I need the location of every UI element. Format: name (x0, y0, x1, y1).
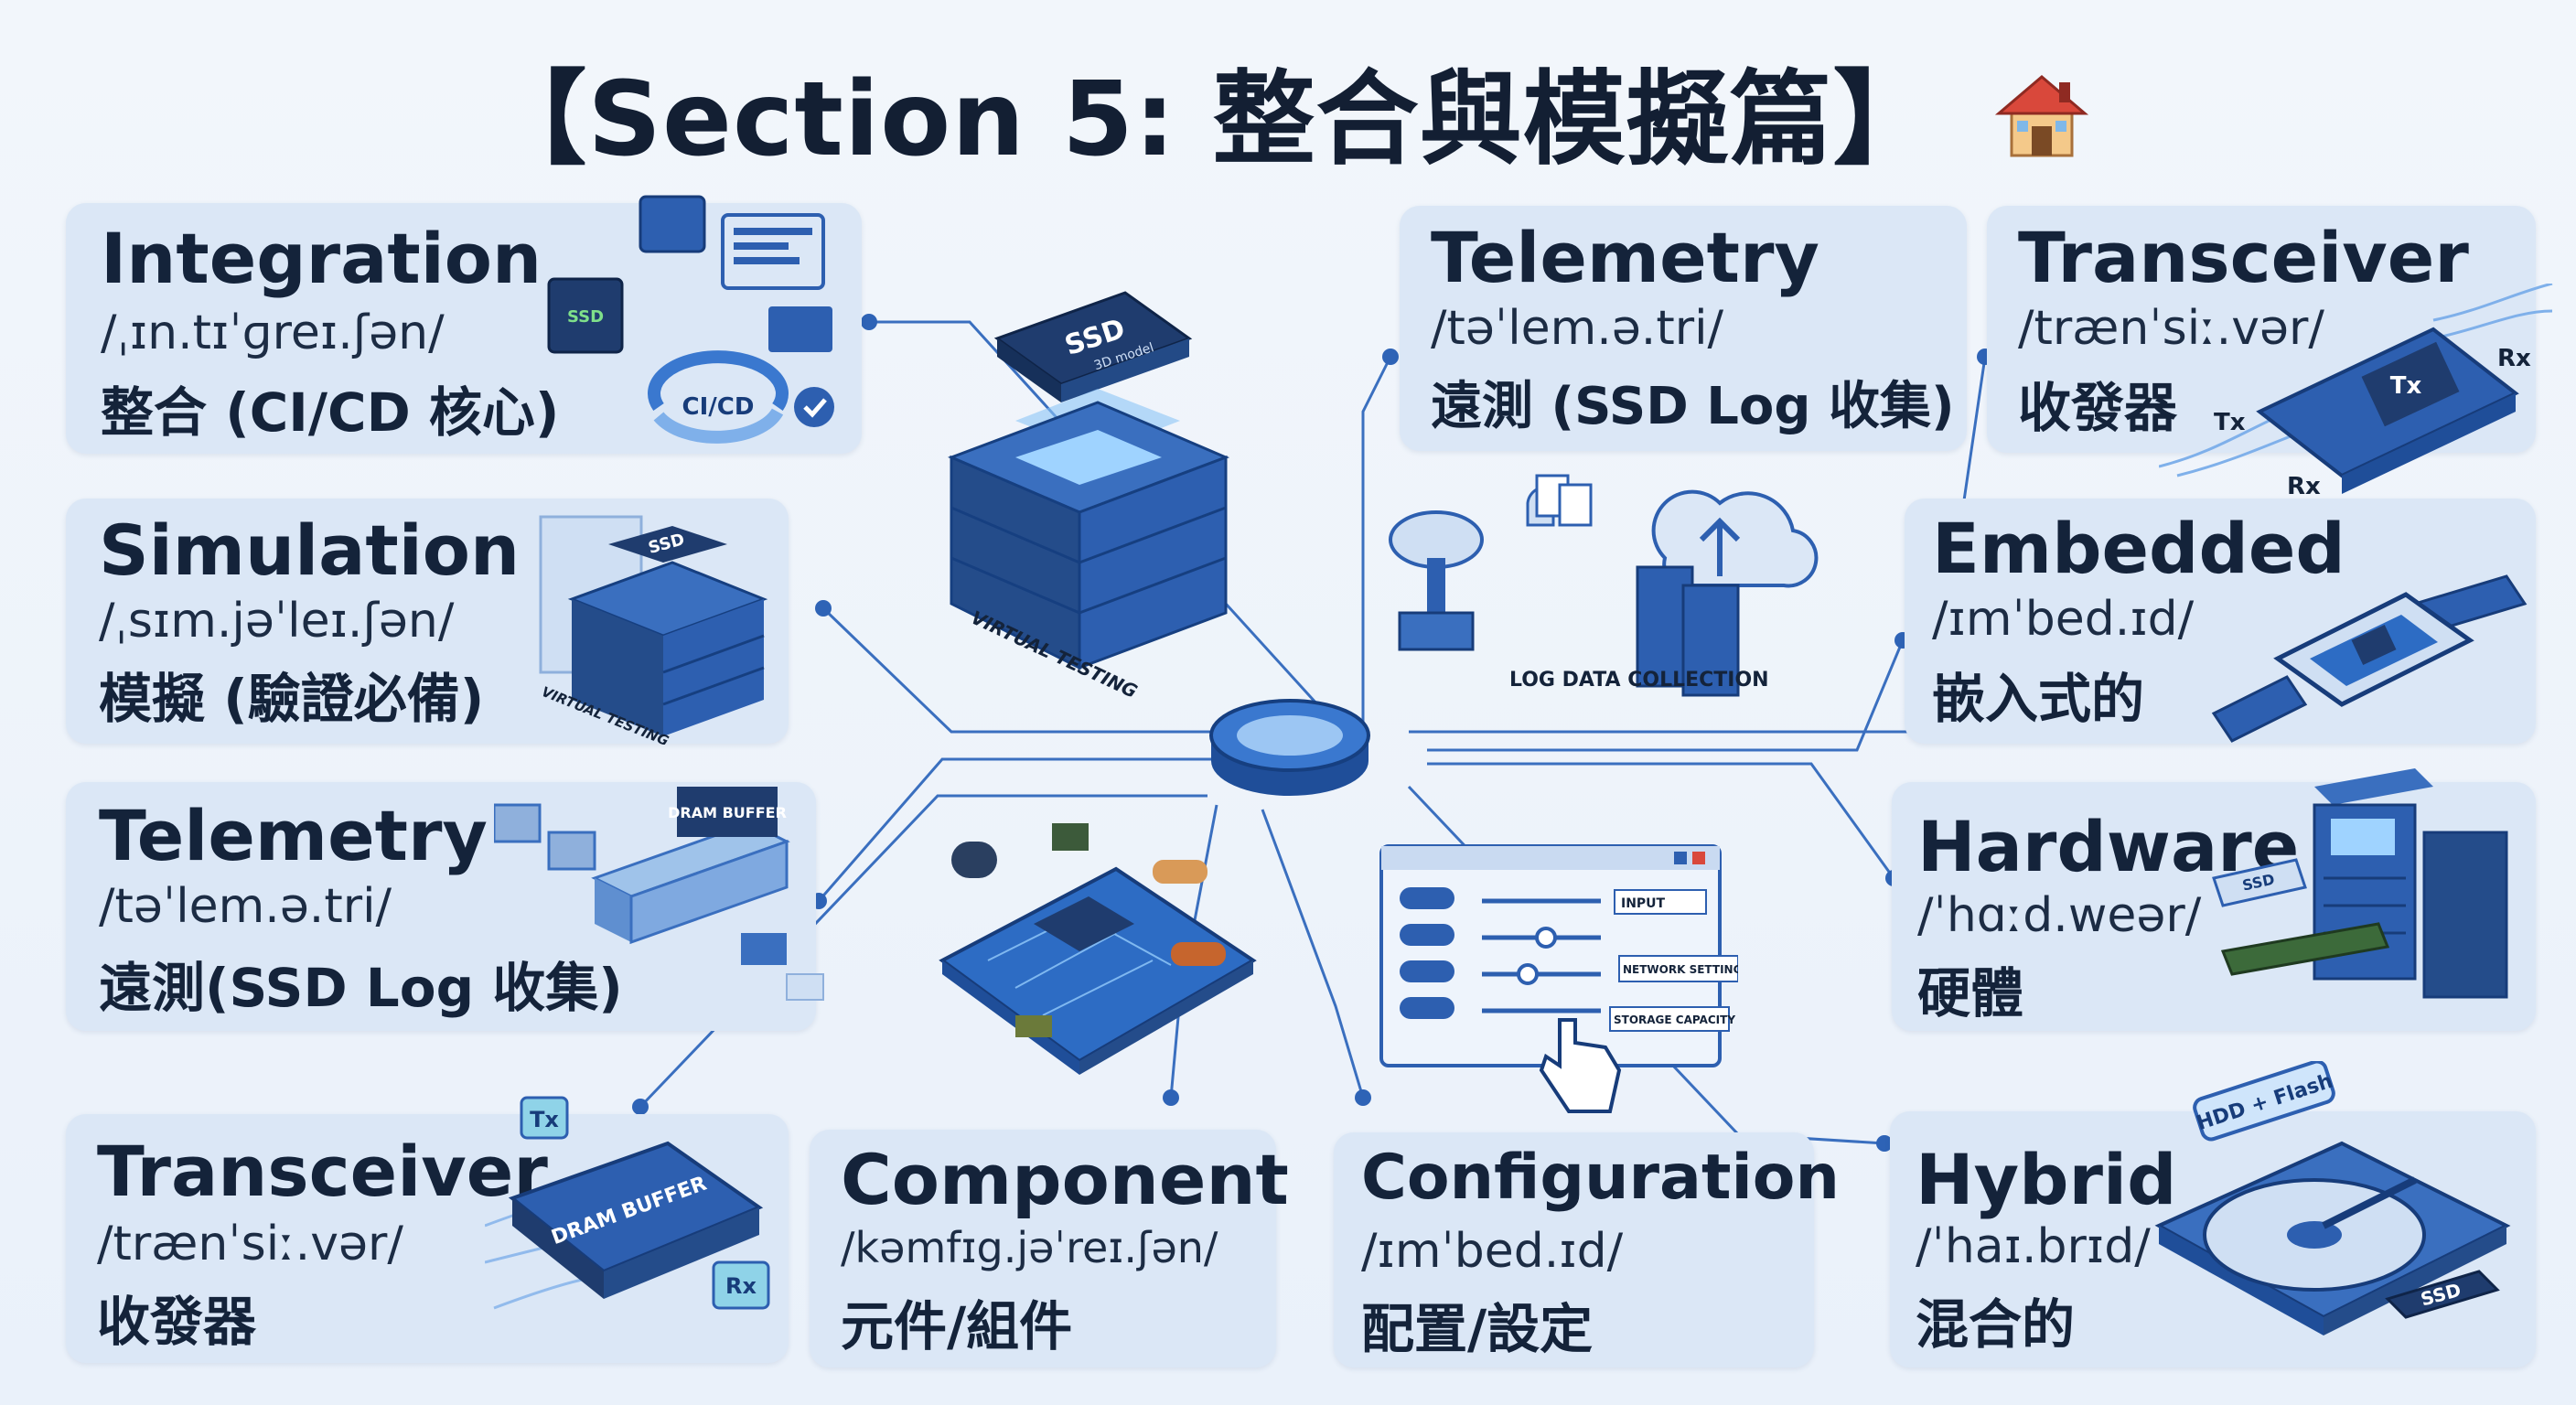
page-title: 【Section 5: 整合與模擬篇】 (0, 37, 2576, 186)
hybrid-illustration: HDD + Flash SSD (2154, 1061, 2511, 1335)
tx-right-label: Tx (2390, 372, 2422, 400)
ui-network-settings-label: NETWORK SETTINGS (1623, 963, 1738, 976)
ipa-label: /trænˈsiː.vər/ (97, 1217, 403, 1271)
card-component: Component /kəmfɪg.jəˈreɪ.ʃən/ 元件/組件 (810, 1130, 1289, 1367)
ipa-label: /ɪmˈbed.ɪd/ (1932, 592, 2195, 647)
chinese-label: 嵌入式的 (1932, 668, 2145, 730)
transceiver-left-illustration: Tx DRAM BUFFER Rx (485, 1096, 770, 1310)
ssd-chip-label: SSD (567, 307, 604, 327)
title-text: 【Section 5: 整合與模擬篇】 (484, 60, 1937, 179)
ipa-label: /trænˈsiː.vər/ (2018, 301, 2324, 356)
ipa-label: /ˌsɪm.jəˈleɪ.ʃən/ (99, 594, 455, 649)
rx-label: Rx (725, 1273, 757, 1299)
component-illustration (939, 823, 1257, 1075)
dram-buffer-small-label: DRAM BUFFER (668, 804, 787, 821)
rx-right-top-label: Rx (2497, 345, 2531, 372)
line-embedded (1427, 639, 1905, 752)
configuration-illustration: INPUT NETWORK SETTINGS STORAGE CAPACITY (1379, 844, 1738, 1113)
term-label: Component (841, 1139, 1289, 1220)
hardware-illustration: SSD (2212, 768, 2508, 999)
chinese-label: 遠測 (SSD Log 收集) (1431, 377, 1955, 436)
tx-right-side-label: Tx (2214, 409, 2246, 436)
ssd-server-illustration: SSD 3D model VIRTUAL TESTING (947, 291, 1230, 702)
telemetry-left-illustration: DRAM BUFFER (494, 787, 824, 1001)
term-label: Embedded (1932, 508, 2345, 589)
chinese-label: 收發器 (97, 1291, 257, 1353)
card-simulation: Simulation /ˌsɪm.jəˈleɪ.ʃən/ 模擬 (驗證必備) (66, 499, 789, 744)
house-icon (1991, 67, 2092, 186)
central-hub (1209, 699, 1370, 796)
pointer-hand-icon (1539, 1018, 1622, 1113)
rx-right-label: Rx (2287, 473, 2321, 500)
line-telemetry-top (1361, 356, 1392, 723)
chinese-label: 硬體 (1917, 962, 2024, 1024)
chinese-label: 混合的 (1916, 1293, 2076, 1356)
ipa-label: /kəmfɪg.jəˈreɪ.ʃən/ (841, 1223, 1218, 1272)
ui-input-label: INPUT (1621, 896, 1666, 911)
line-hardware (1427, 762, 1895, 879)
ipa-label: /təˈlem.ə.tri/ (1431, 301, 1724, 356)
line-telemetry-left (817, 757, 1290, 902)
chinese-label: 遠測(SSD Log 收集) (99, 957, 623, 1019)
card-telemetry-top: Telemetry /təˈlem.ə.tri/ 遠測 (SSD Log 收集) (1400, 206, 1967, 451)
chinese-label: 模擬 (驗證必備) (99, 668, 485, 730)
card-integration: Integration /ˌɪn.tɪˈɡreɪ.ʃən/ 整合 (CI/CD … (66, 203, 862, 454)
log-data-collection-label: LOG DATA COLLECTION (1509, 669, 1769, 692)
term-label: Telemetry (1431, 217, 1819, 298)
term-label: Hybrid (1916, 1139, 2177, 1220)
term-label: Transceiver (2018, 217, 2469, 298)
term-label: Configuration (1361, 1142, 1840, 1214)
simulation-illustration: SSD VIRTUAL TESTING (539, 515, 768, 749)
card-configuration: Configuration /ɪmˈbed.ɪd/ 配置/設定 (1334, 1132, 1840, 1367)
ipa-label: /ˈhaɪ.brɪd/ (1916, 1219, 2151, 1274)
term-label: Integration (101, 218, 542, 299)
term-label: Telemetry (99, 795, 488, 876)
ipa-label: /ˌɪn.tɪˈɡreɪ.ʃən/ (101, 306, 445, 360)
line-simulation (821, 606, 1308, 734)
chinese-label: 元件/組件 (841, 1295, 1073, 1357)
ipa-label: /təˈlem.ə.tri/ (99, 879, 392, 934)
ci-cd-label: CI/CD (682, 393, 755, 421)
chinese-label: 收發器 (2018, 377, 2178, 439)
tx-label: Tx (530, 1107, 559, 1132)
integration-illustration: SSD CI/CD (547, 195, 834, 444)
chinese-label: 整合 (CI/CD 核心) (101, 381, 560, 444)
ipa-label: /ˈhɑːd.weər/ (1917, 888, 2202, 943)
telemetry-top-illustration: LOG DATA COLLECTION (1389, 474, 1819, 697)
term-label: Simulation (99, 509, 521, 591)
embedded-illustration (2211, 574, 2528, 743)
ui-storage-capacity-label: STORAGE CAPACITY (1614, 1014, 1735, 1026)
ipa-label: /ɪmˈbed.ɪd/ (1361, 1224, 1624, 1279)
line-configuration (1261, 809, 1365, 1099)
chinese-label: 配置/設定 (1361, 1298, 1594, 1360)
card-embedded: Embedded /ɪmˈbed.ɪd/ 嵌入式的 (1905, 499, 2536, 744)
transceiver-right-illustration: Tx Tx Rx Rx (2159, 284, 2553, 500)
term-label: Transceiver (97, 1131, 548, 1212)
